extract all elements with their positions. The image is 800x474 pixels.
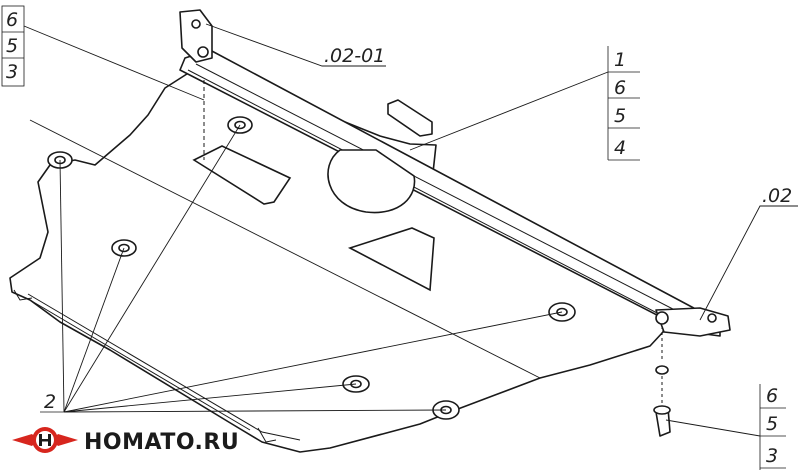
leader-right-stack: [409, 71, 609, 151]
label-f-1: 6: [766, 385, 778, 407]
label-tl-1: 6: [6, 9, 18, 31]
leaders-bottom-left: [59, 124, 563, 413]
leader-0201: [205, 23, 386, 67]
triangular-cutout: [347, 227, 435, 292]
label-part-0201: .02-01: [324, 45, 385, 67]
leader-fastener: [665, 419, 761, 437]
label-f-3: 3: [766, 445, 778, 467]
flange-tab-left: [13, 289, 33, 301]
logo-emblem-icon: [12, 427, 78, 453]
label-r-4: 4: [614, 137, 626, 159]
leader-diagonal: [29, 119, 541, 379]
top-bracket-bolt: [197, 46, 209, 58]
label-tl-3: 3: [6, 61, 18, 83]
label-bottom-left: 2: [40, 391, 66, 413]
fastener-stack: [653, 326, 671, 437]
round-cutout: [327, 149, 416, 214]
label-r-1: 1: [614, 49, 626, 71]
cross-rail-edge: [195, 63, 707, 327]
leader-top-left: [23, 25, 205, 101]
logo-text: HOMATO.RU: [84, 430, 239, 455]
label-stack-right: 1 6 5 4: [607, 46, 640, 161]
right-bracket-hole: [707, 313, 717, 323]
label-f-2: 5: [766, 413, 778, 435]
leader-02: [699, 205, 798, 321]
label-tl-2: 5: [6, 35, 18, 57]
clamp-plate: [387, 99, 433, 137]
top-bracket-hole: [191, 19, 201, 29]
label-stack-top-left: 6 5 3: [1, 5, 25, 87]
label-stack-fastener: 6 5 3: [759, 384, 786, 470]
flange-tab-right: [257, 427, 277, 443]
cross-rail-edge-2: [187, 69, 691, 331]
label-r-3: 5: [614, 105, 626, 127]
label-part-02: .02: [762, 185, 792, 207]
label-r-2: 6: [614, 77, 626, 99]
label-bl-2: 2: [44, 391, 56, 413]
front-flange: [27, 293, 301, 441]
front-flange-edge: [29, 299, 251, 431]
homato-logo: HOMATO.RU: [12, 427, 239, 455]
right-bracket-bolt: [655, 311, 669, 325]
